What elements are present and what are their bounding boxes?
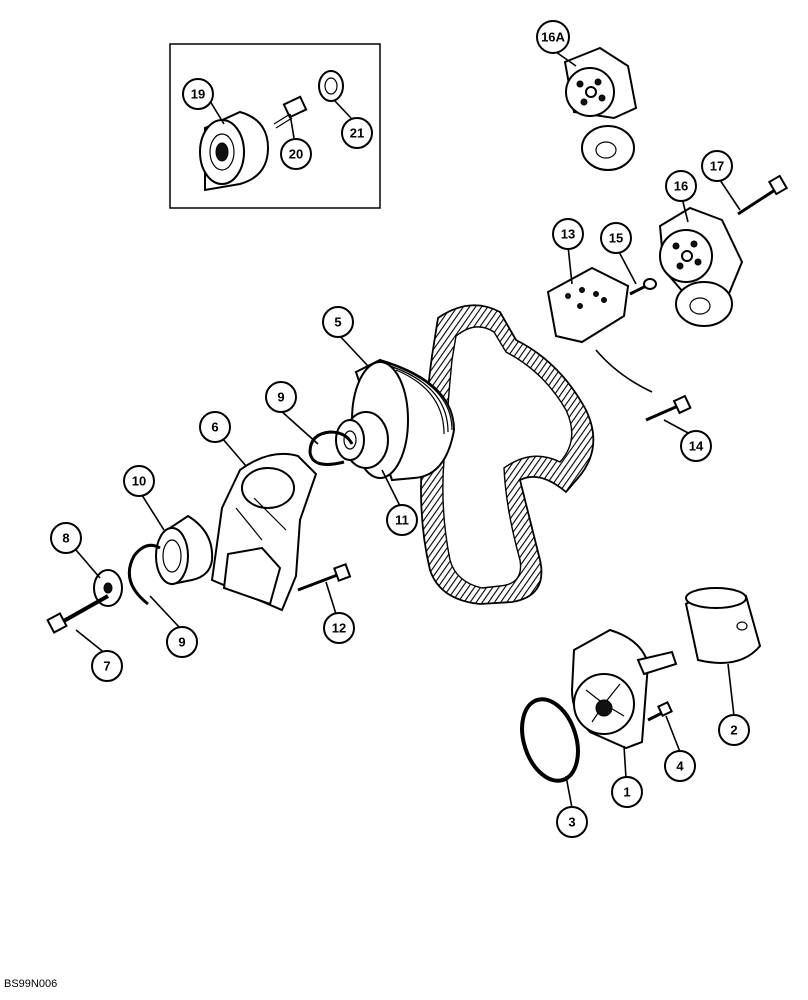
idler-pulley-drawing — [199, 110, 270, 192]
callout-17-label: 17 — [710, 159, 724, 174]
callout-6: 6 — [199, 411, 231, 443]
callout-14: 14 — [680, 430, 712, 462]
callout-4-label: 4 — [676, 759, 684, 774]
sleeve-2-drawing — [684, 587, 762, 664]
callout-11-label: 11 — [395, 513, 409, 528]
callout-12-label: 12 — [332, 621, 346, 636]
callout-5-label: 5 — [334, 315, 341, 330]
callout-10: 10 — [123, 465, 155, 497]
washer-8-drawing — [93, 569, 123, 607]
callout-13-label: 13 — [561, 227, 575, 242]
bolt-14-drawing — [645, 394, 692, 422]
idler-bolt-drawing — [273, 95, 308, 129]
housing-6-drawing — [210, 452, 318, 612]
screw-4-drawing — [647, 701, 673, 722]
belt-tensioner-16a-drawing — [563, 46, 638, 171]
callout-2: 2 — [718, 714, 750, 746]
hub-11-drawing — [335, 411, 389, 469]
callout-21-label: 21 — [350, 126, 364, 141]
callout-9-lower: 9 — [166, 626, 198, 658]
bolt-12-drawing — [297, 563, 352, 592]
callout-10-label: 10 — [132, 474, 146, 489]
idler-spacer-drawing — [318, 70, 344, 102]
callout-7-label: 7 — [103, 659, 110, 674]
callout-17: 17 — [701, 150, 733, 182]
callout-15-label: 15 — [609, 231, 623, 246]
callout-19: 19 — [182, 78, 214, 110]
callout-19-label: 19 — [191, 87, 205, 102]
snap-ring-upper-drawing — [308, 430, 354, 466]
callout-20: 20 — [280, 138, 312, 170]
callout-16: 16 — [665, 170, 697, 202]
inset-box — [169, 43, 381, 209]
callout-7: 7 — [91, 650, 123, 682]
callout-16a-label: 16A — [541, 30, 565, 45]
callout-11: 11 — [386, 504, 418, 536]
callout-5: 5 — [322, 306, 354, 338]
tensioner-bracket-drawing — [546, 266, 630, 344]
callout-21: 21 — [341, 117, 373, 149]
callout-9-lower-label: 9 — [178, 635, 185, 650]
figure-code: BS99N006 — [4, 978, 58, 990]
callout-4: 4 — [664, 750, 696, 782]
callout-9-upper-label: 9 — [277, 390, 284, 405]
callout-6-label: 6 — [211, 420, 218, 435]
drive-belt-drawing — [420, 304, 595, 605]
callout-2-label: 2 — [730, 723, 737, 738]
callout-14-label: 14 — [689, 439, 704, 454]
callout-3: 3 — [556, 806, 588, 838]
callout-8: 8 — [50, 522, 82, 554]
assembly-arrow — [595, 349, 653, 393]
bearing-10-drawing — [155, 514, 214, 586]
o-ring-drawing — [520, 697, 580, 783]
callout-16-label: 16 — [674, 179, 688, 194]
bolt-17-drawing — [737, 174, 789, 216]
callout-1: 1 — [611, 776, 643, 808]
callout-15: 15 — [600, 222, 632, 254]
callout-13: 13 — [552, 218, 584, 250]
callout-20-label: 20 — [289, 147, 303, 162]
leader-lines — [75, 51, 741, 809]
callout-9-upper: 9 — [265, 381, 297, 413]
callout-3-label: 3 — [568, 815, 575, 830]
water-pump-drawing — [570, 628, 678, 750]
callout-1-label: 1 — [623, 785, 630, 800]
belt-tensioner-16-drawing — [658, 206, 744, 327]
callout-16a: 16A — [536, 20, 570, 54]
screw-15-drawing — [629, 278, 657, 296]
snap-ring-lower-drawing — [127, 543, 161, 606]
bolt-7-drawing — [46, 594, 109, 634]
callout-12: 12 — [323, 612, 355, 644]
callout-8-label: 8 — [62, 531, 69, 546]
